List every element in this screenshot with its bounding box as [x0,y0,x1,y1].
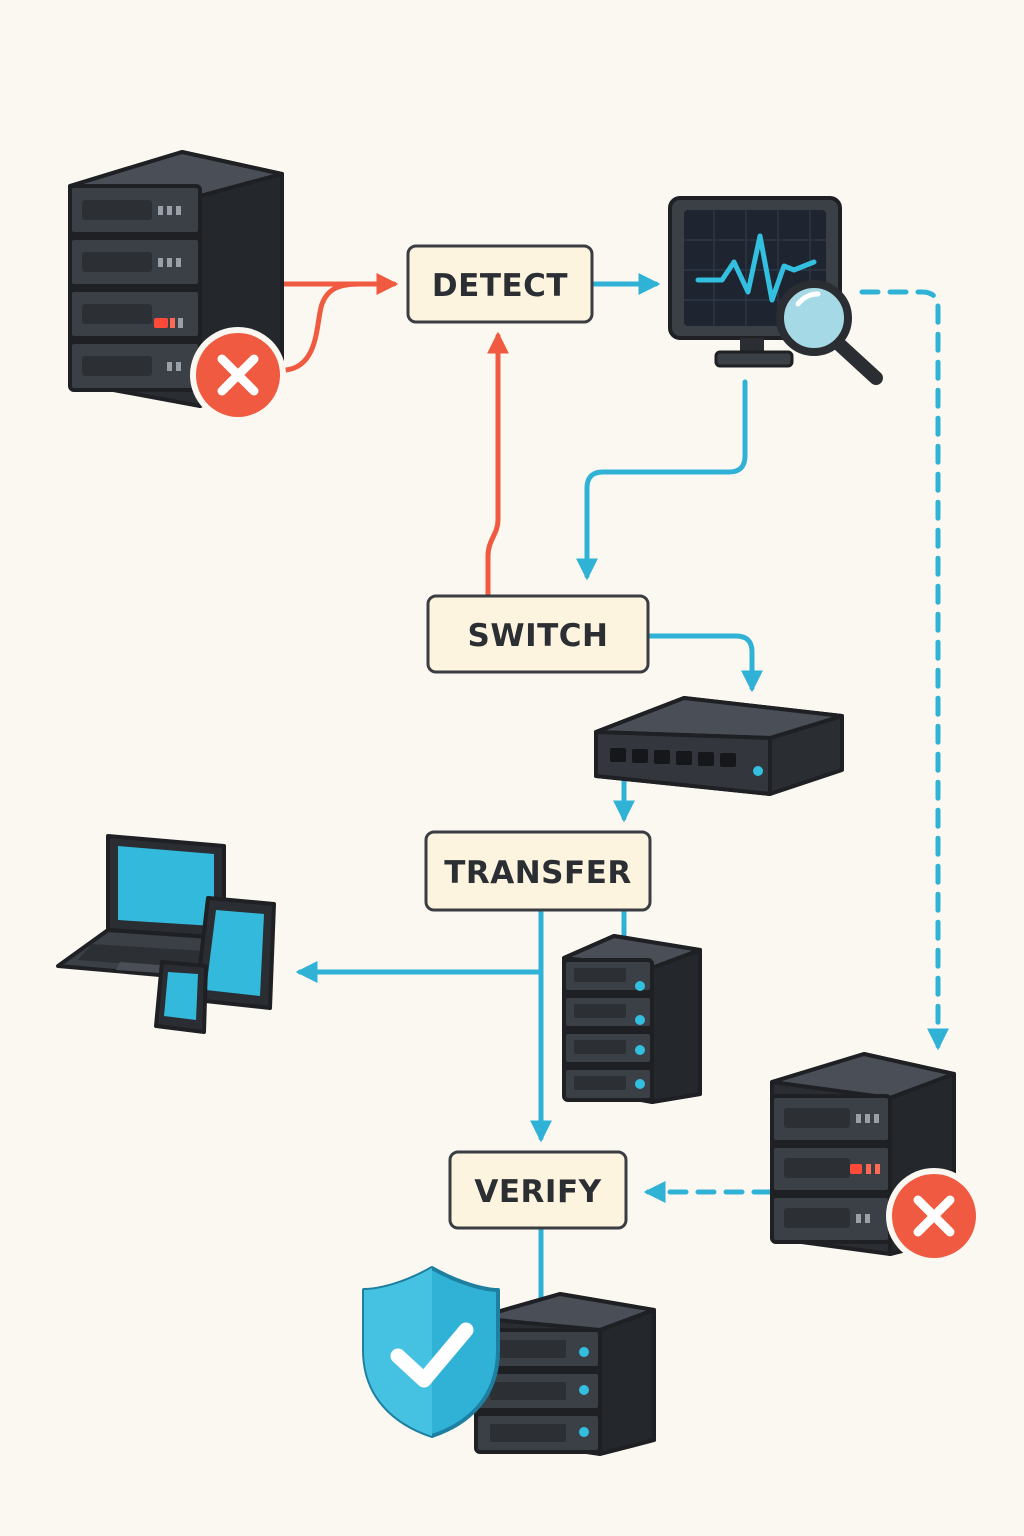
step-verify: VERIFY [448,1150,628,1230]
step-transfer: TRANSFER [424,830,652,912]
arrow-monitor-to-backup [859,289,949,1051]
devices-icon [56,834,276,1034]
step-detect-label: DETECT [432,268,568,304]
step-switch-label: SWITCH [468,618,609,654]
arrow-monitor-to-switch [576,379,748,581]
error-badge-icon [190,327,286,423]
error-badge-icon [886,1168,982,1264]
verified-server-icon [474,1292,656,1456]
step-detect: DETECT [406,244,594,324]
magnifier-icon [776,280,883,385]
step-verify-label: VERIFY [474,1174,601,1210]
arrow-switch-to-netswitch [647,633,763,693]
network-switch-icon [594,696,844,796]
connectors [279,273,949,1303]
step-transfer-label: TRANSFER [444,855,632,891]
heartbeat-line [695,233,817,303]
server-stack-icon [562,934,702,1104]
alert-led [154,318,168,328]
failed-server-icon [68,150,284,408]
arrow-switch-to-detect [485,331,509,597]
shield-check-icon [362,1266,500,1438]
arrow-failed-badge-to-detect [283,281,363,373]
step-switch: SWITCH [426,594,650,674]
alert-led [850,1164,862,1174]
